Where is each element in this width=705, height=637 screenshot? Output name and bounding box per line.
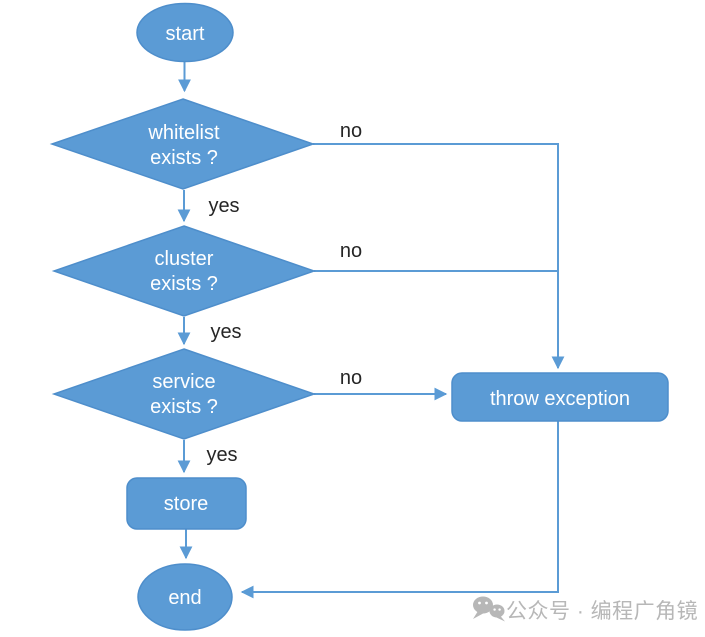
cluster-label-line2: exists ? [150,273,218,295]
cluster-label-line1: cluster [155,248,214,270]
cluster-decision [51,225,317,317]
throw-exception-label: throw exception [490,388,630,410]
wechat-icon [473,596,505,622]
whitelist-label-line2: exists ? [150,147,218,169]
whitelist-decision [49,98,316,190]
start-label: start [166,23,205,45]
edge-whitelist-no-line [313,143,565,370]
end-node [137,563,233,631]
store-label: store [164,493,208,515]
service-decision [51,348,317,440]
store-node [126,477,247,530]
edge-label-whitelist-yes: yes [208,195,239,217]
start-node [136,2,234,63]
service-label-line1: service [152,371,215,393]
edge-label-service-yes: yes [206,444,237,466]
edge-label-cluster-yes: yes [210,321,241,343]
end-label: end [168,587,201,609]
edge-label-whitelist-no: no [340,120,362,142]
edge-label-cluster-no: no [340,240,362,262]
watermark-label: 公众号 · 编程广角镜 [506,600,698,623]
whitelist-label-line1: whitelist [147,122,220,144]
service-label-line2: exists ? [150,396,218,418]
edge-label-service-no: no [340,367,362,389]
throw-exception-node [451,372,669,422]
edge-throw-to-end [240,421,559,599]
